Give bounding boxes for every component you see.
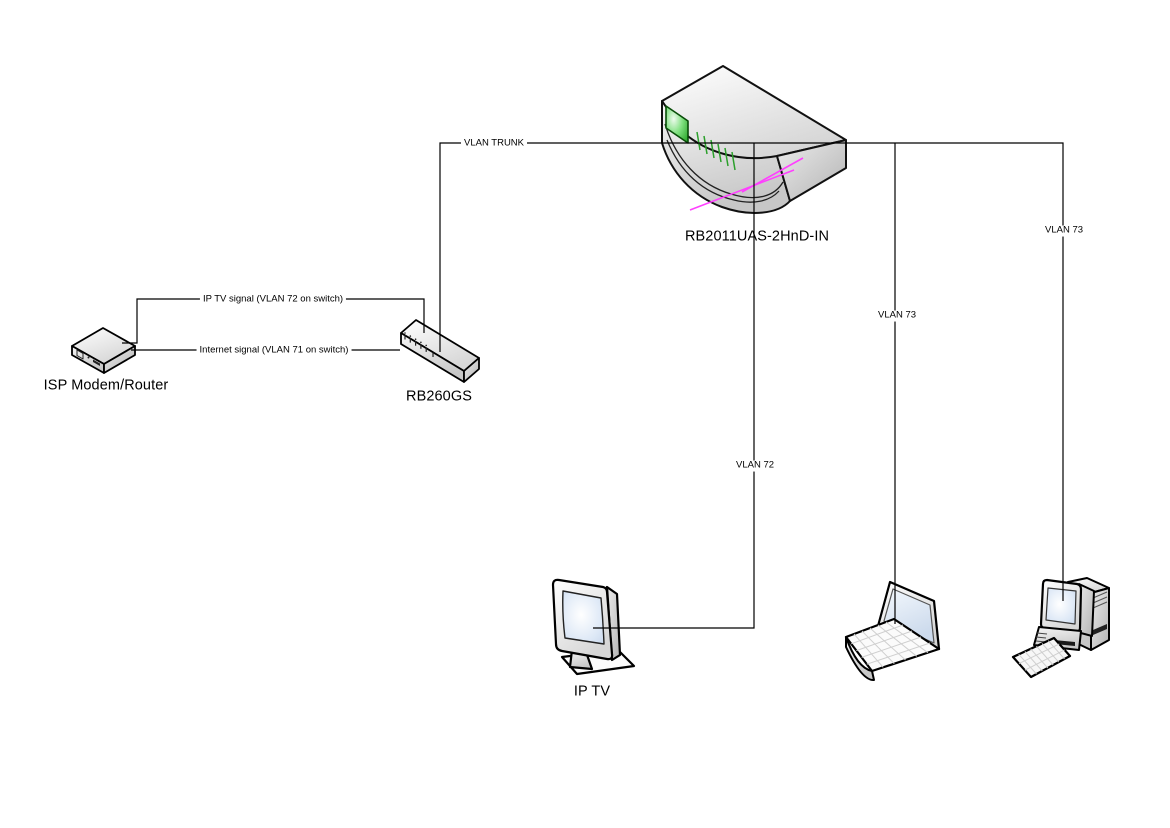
link-vlan72-iptv — [593, 143, 755, 629]
switch-label: RB260GS — [406, 388, 472, 405]
iptv-label: IP TV — [573, 683, 611, 700]
iptv-signal-label: IP TV signal (VLAN 72 on switch) — [199, 294, 347, 306]
modem-label: ISP Modem/Router — [43, 377, 169, 394]
link-vlan-trunk-and-desktop — [439, 142, 1064, 601]
router-icon — [661, 65, 847, 214]
connection-lines — [122, 142, 1064, 629]
router-magenta-lines — [689, 157, 804, 211]
tv-icon — [551, 578, 636, 676]
desktop-screen — [1045, 587, 1077, 625]
tower-vents — [1092, 591, 1108, 609]
vlan73-laptop-label: VLAN 73 — [874, 310, 920, 322]
internet-signal-label: Internet signal (VLAN 71 on switch) — [196, 345, 352, 357]
desktop-keyboard — [1018, 640, 1065, 675]
modem-ports — [76, 349, 100, 366]
laptop-icon — [844, 580, 941, 681]
vlan72-label: VLAN 72 — [732, 460, 778, 472]
router-front-layers — [664, 123, 784, 203]
link-iptv-signal — [122, 298, 425, 344]
tower-drive-slot — [1093, 624, 1107, 635]
desktop-pc-icon — [1011, 577, 1110, 679]
laptop-keyboard — [851, 621, 931, 668]
router-label: RB2011UAS-2HnD-IN — [684, 228, 830, 245]
router-antenna-ticks — [696, 131, 736, 171]
vlan73-desktop-label: VLAN 73 — [1041, 225, 1087, 237]
modem-icon — [71, 327, 136, 374]
laptop-screen — [883, 588, 935, 644]
switch-ports — [404, 332, 434, 357]
tv-screen — [562, 590, 605, 645]
vlan-trunk-label: VLAN TRUNK — [460, 138, 528, 150]
